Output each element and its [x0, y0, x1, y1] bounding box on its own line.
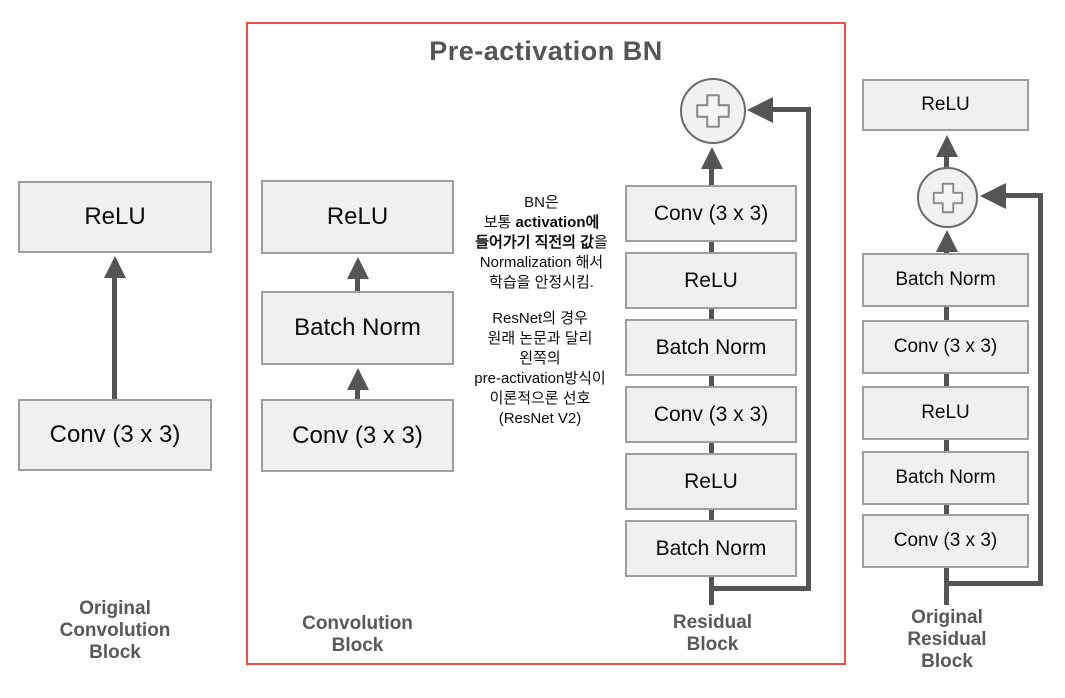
connector-line	[709, 376, 714, 386]
connector-line	[944, 440, 949, 451]
arrow-up-icon	[347, 368, 369, 390]
plus-circle	[680, 78, 746, 144]
korean-note-bn: BN은 보통 activation에 들어가기 직전의 값을 Normaliza…	[475, 194, 608, 291]
conv-box: Conv (3 x 3)	[625, 386, 797, 443]
column-label-original-residual-block: Original Residual Block	[907, 607, 987, 672]
skip-connection-line	[1038, 193, 1043, 586]
plus-icon	[696, 94, 730, 128]
relu-box: ReLU	[625, 252, 797, 309]
connector-line	[944, 505, 949, 514]
arrow-up-icon	[347, 257, 369, 279]
arrow-left-icon	[980, 183, 1006, 209]
arrow-up-icon	[936, 135, 958, 157]
plus-circle	[917, 167, 978, 228]
relu-box: ReLU	[625, 453, 797, 510]
korean-note-resnet: ResNet의 경우 원래 논문과 달리 왼쪽의 pre-activation방…	[474, 310, 606, 427]
arrow-left-icon	[747, 97, 773, 123]
arrow-up-icon	[701, 147, 723, 169]
connector-line	[355, 277, 360, 291]
relu-box: ReLU	[261, 180, 454, 254]
arrow-up-icon	[104, 256, 126, 278]
connector-line	[112, 276, 117, 399]
batch-norm-box: Batch Norm	[261, 291, 454, 365]
connector-line	[709, 443, 714, 453]
skip-connection-line	[1004, 193, 1040, 198]
connector-line	[944, 307, 949, 320]
batch-norm-box: Batch Norm	[625, 319, 797, 376]
input-stub-line	[944, 568, 949, 605]
batch-norm-box: Batch Norm	[625, 520, 797, 577]
relu-box: ReLU	[18, 181, 212, 253]
connector-line	[944, 250, 949, 253]
connector-line	[355, 388, 360, 399]
column-label-residual-block: Residual Block	[672, 612, 753, 655]
relu-box: ReLU	[862, 79, 1029, 131]
batch-norm-box: Batch Norm	[862, 253, 1029, 307]
conv-box: Conv (3 x 3)	[862, 514, 1029, 568]
skip-connection-line	[944, 581, 1043, 586]
diagram-title: Pre-activation BN	[429, 36, 663, 66]
connector-line	[709, 167, 714, 185]
skip-connection-line	[709, 586, 811, 591]
connector-line	[944, 155, 949, 167]
plus-icon	[932, 182, 963, 213]
connector-line	[709, 242, 714, 252]
column-label-convolution-block: Convolution Block	[302, 613, 413, 656]
input-stub-line	[709, 577, 714, 605]
batch-norm-box: Batch Norm	[862, 451, 1029, 505]
relu-box: ReLU	[862, 386, 1029, 440]
conv-box: Conv (3 x 3)	[18, 399, 212, 471]
red-frame	[246, 22, 846, 665]
arrow-up-icon	[936, 230, 958, 252]
connector-line	[709, 510, 714, 520]
conv-box: Conv (3 x 3)	[261, 399, 454, 472]
skip-connection-line	[806, 107, 811, 591]
conv-box: Conv (3 x 3)	[625, 185, 797, 242]
connector-line	[709, 309, 714, 319]
column-label-original-convolution-block: Original Convolution Block	[59, 598, 171, 663]
conv-box: Conv (3 x 3)	[862, 320, 1029, 374]
skip-connection-line	[771, 107, 809, 112]
connector-line	[944, 374, 949, 386]
